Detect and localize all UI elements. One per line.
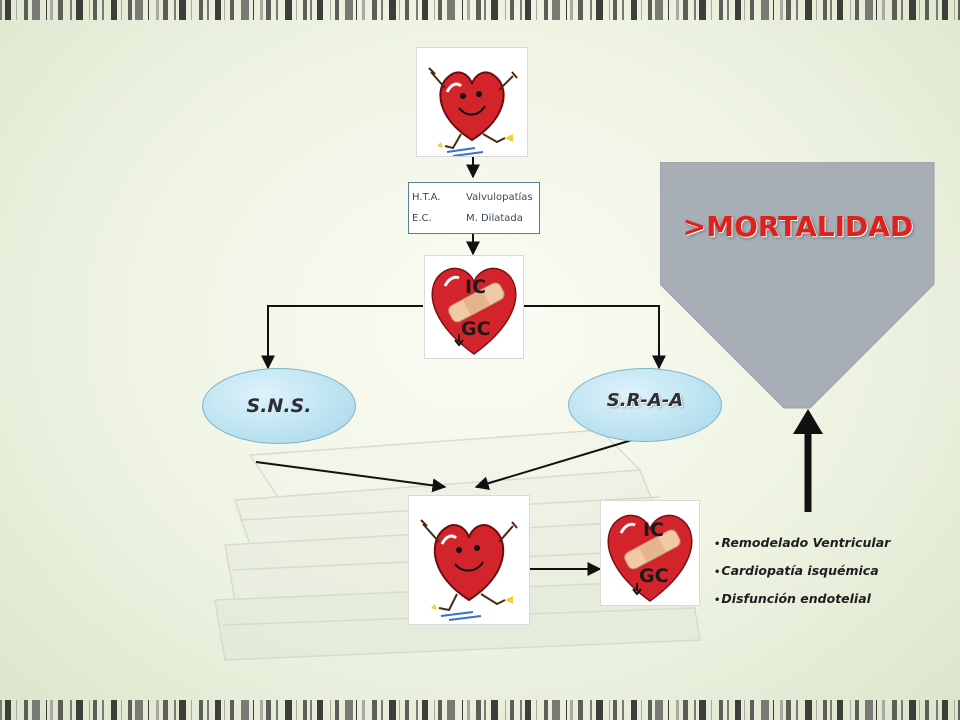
- bottom-stripe-border: [0, 700, 960, 720]
- arrow-sraa-to-heart: [474, 439, 633, 491]
- bandaged-heart-icon: [431, 267, 517, 355]
- gc-down-arrow-icon: [632, 583, 642, 595]
- arrow-ic-to-sraa: [522, 305, 666, 370]
- ic-label-center: IC: [465, 276, 487, 298]
- running-heart-bottom: [408, 495, 530, 625]
- ic-label-bottom: IC: [643, 519, 665, 541]
- arrow-to-mortality-head: [793, 409, 823, 434]
- node-sns-label: S.N.S.: [246, 395, 312, 417]
- consequences-list: Remodelado Ventricular Cardiopatía isqué…: [714, 533, 890, 617]
- arrow-ic-to-sns: [261, 305, 423, 370]
- running-heart-top: [416, 47, 528, 157]
- running-heart-icon: [428, 67, 518, 157]
- bandaged-heart-center: IC GC: [424, 255, 524, 359]
- list-item: Disfunción endotelial: [714, 589, 890, 617]
- condition-hta: H.T.A.: [412, 192, 441, 203]
- list-item: Remodelado Ventricular: [714, 533, 890, 561]
- gc-label-center: GC: [461, 318, 491, 340]
- gc-down-arrow-icon: [454, 334, 464, 346]
- list-item: Cardiopatía isquémica: [714, 561, 890, 589]
- mortality-label: >MORTALIDAD: [682, 210, 914, 243]
- top-stripe-border: [0, 0, 960, 20]
- condition-ec: E.C.: [412, 213, 432, 224]
- running-heart-icon: [420, 519, 518, 621]
- arrow-sns-to-heart: [255, 461, 447, 493]
- node-sns: S.N.S.: [202, 368, 356, 444]
- gc-label-bottom: GC: [639, 565, 669, 587]
- condition-m-dilatada: M. Dilatada: [466, 213, 523, 224]
- bandaged-heart-bottom: IC GC: [600, 500, 700, 606]
- bandaged-heart-icon: [607, 514, 693, 602]
- condition-valvulopatias: Valvulopatías: [466, 192, 533, 203]
- conditions-box: H.T.A. Valvulopatías E.C. M. Dilatada: [408, 182, 540, 234]
- node-sraa: S.R-A-A: [568, 368, 722, 442]
- mortality-funnel: [660, 162, 935, 409]
- node-sraa-label: S.R-A-A: [606, 389, 684, 411]
